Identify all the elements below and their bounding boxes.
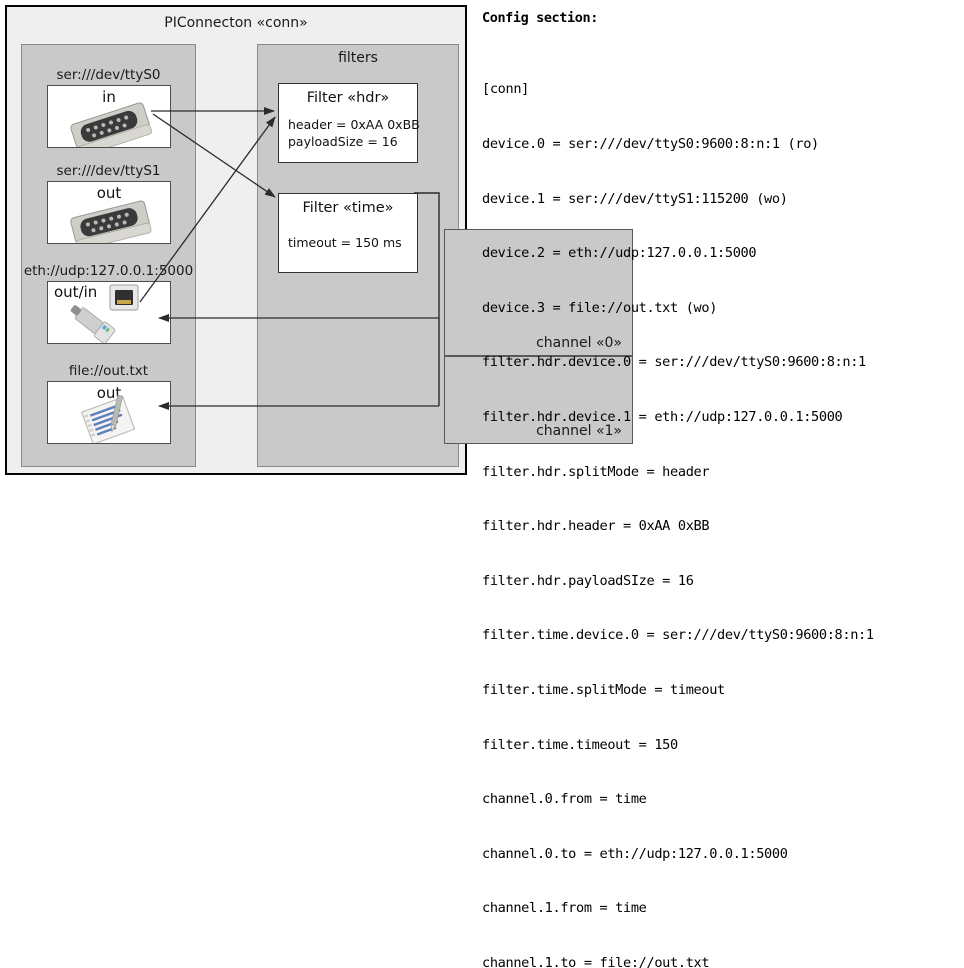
config-line: channel.1.to = file://out.txt [482, 954, 710, 968]
config-line: device.2 = eth://udp:127.0.0.1:5000 [482, 245, 757, 262]
device-direction-eth: out/in [54, 283, 98, 301]
filter-card-time[interactable]: Filter «time» timeout = 150 ms [278, 193, 418, 273]
config-heading: Config section: [482, 10, 598, 26]
config-line: filter.time.splitMode = timeout [482, 681, 725, 698]
config-line: [conn] [482, 81, 530, 98]
device-direction-file: out [96, 384, 122, 402]
config-line: device.1 = ser:///dev/ttyS1:115200 (wo) [482, 190, 788, 207]
device-label-eth: eth://udp:127.0.0.1:5000 [23, 263, 194, 279]
device-label-ttyS1: ser:///dev/ttyS1 [56, 163, 161, 179]
config-line: filter.hdr.header = 0xAA 0xBB [482, 518, 710, 535]
channel-1-label: channel «1» [536, 423, 622, 439]
config-line: filter.hdr.device.1 = eth://udp:127.0.0.… [482, 408, 843, 425]
device-direction-ttyS1: out [96, 184, 122, 202]
config-line: device.3 = file://out.txt (wo) [482, 299, 718, 316]
diagram-title: PIConnecton «conn» [164, 15, 308, 31]
filter-hdr-attr-payloadsize: payloadSize = 16 [288, 134, 398, 149]
device-direction-ttyS0: in [102, 88, 116, 106]
filter-card-hdr[interactable]: Filter «hdr» header = 0xAA 0xBB payloadS… [278, 83, 420, 163]
channel-0-label: channel «0» [536, 335, 622, 351]
filters-panel: filters channel «0» channel «1» Filter «… [257, 44, 633, 467]
filter-hdr-attr-header: header = 0xAA 0xBB [288, 117, 420, 132]
serial-port-icon [70, 102, 152, 147]
filters-panel-title: filters [338, 50, 378, 66]
config-line: channel.0.from = time [482, 791, 647, 808]
filter-time-title: Filter «time» [302, 200, 394, 216]
device-card-ttyS0[interactable]: in [47, 85, 171, 148]
config-lines-block: [conn] device.0 = ser:///dev/ttyS0:9600:… [482, 44, 874, 968]
filter-hdr-title: Filter «hdr» [306, 90, 390, 106]
network-jack-icon [70, 284, 139, 343]
device-label-ttyS0: ser:///dev/ttyS0 [56, 67, 161, 83]
config-line: channel.1.from = time [482, 900, 647, 917]
config-line: channel.0.to = eth://udp:127.0.0.1:5000 [482, 845, 788, 862]
devices-panel: ser:///dev/ttyS0 in [21, 44, 196, 467]
config-section: Config section: [conn] device.0 = ser://… [482, 6, 958, 968]
config-line: filter.time.device.0 = ser:///dev/ttyS0:… [482, 627, 874, 644]
serial-port-icon [70, 200, 152, 243]
device-card-ttyS1[interactable]: out [47, 181, 171, 244]
filter-time-attr-timeout: timeout = 150 ms [288, 235, 402, 250]
arrow-ttyS0-to-time [152, 113, 276, 198]
channel-1-box: channel «1» [444, 356, 633, 444]
text-file-icon [80, 394, 136, 443]
config-line: filter.hdr.splitMode = header [482, 463, 710, 480]
config-line: filter.hdr.device.0 = ser:///dev/ttyS0:9… [482, 354, 866, 371]
channel-trunk-line [414, 192, 440, 406]
device-label-file: file://out.txt [68, 363, 149, 379]
connector-arrows [139, 107, 440, 410]
config-line: filter.hdr.payloadSIze = 16 [482, 572, 694, 589]
channel-0-box: channel «0» [444, 229, 633, 356]
device-card-eth[interactable]: out/in [47, 281, 171, 344]
config-line: device.0 = ser:///dev/ttyS0:9600:8:n:1 (… [482, 136, 819, 152]
arrow-eth-to-hdr [139, 116, 276, 303]
piconnecton-diagram-frame: PIConnecton «conn» ser:///dev/ttyS0 in [5, 5, 633, 475]
diagram-page: PIConnecton «conn» ser:///dev/ttyS0 in [5, 5, 958, 968]
config-line: filter.time.timeout = 150 [482, 736, 678, 753]
device-card-file[interactable]: out [47, 381, 171, 444]
